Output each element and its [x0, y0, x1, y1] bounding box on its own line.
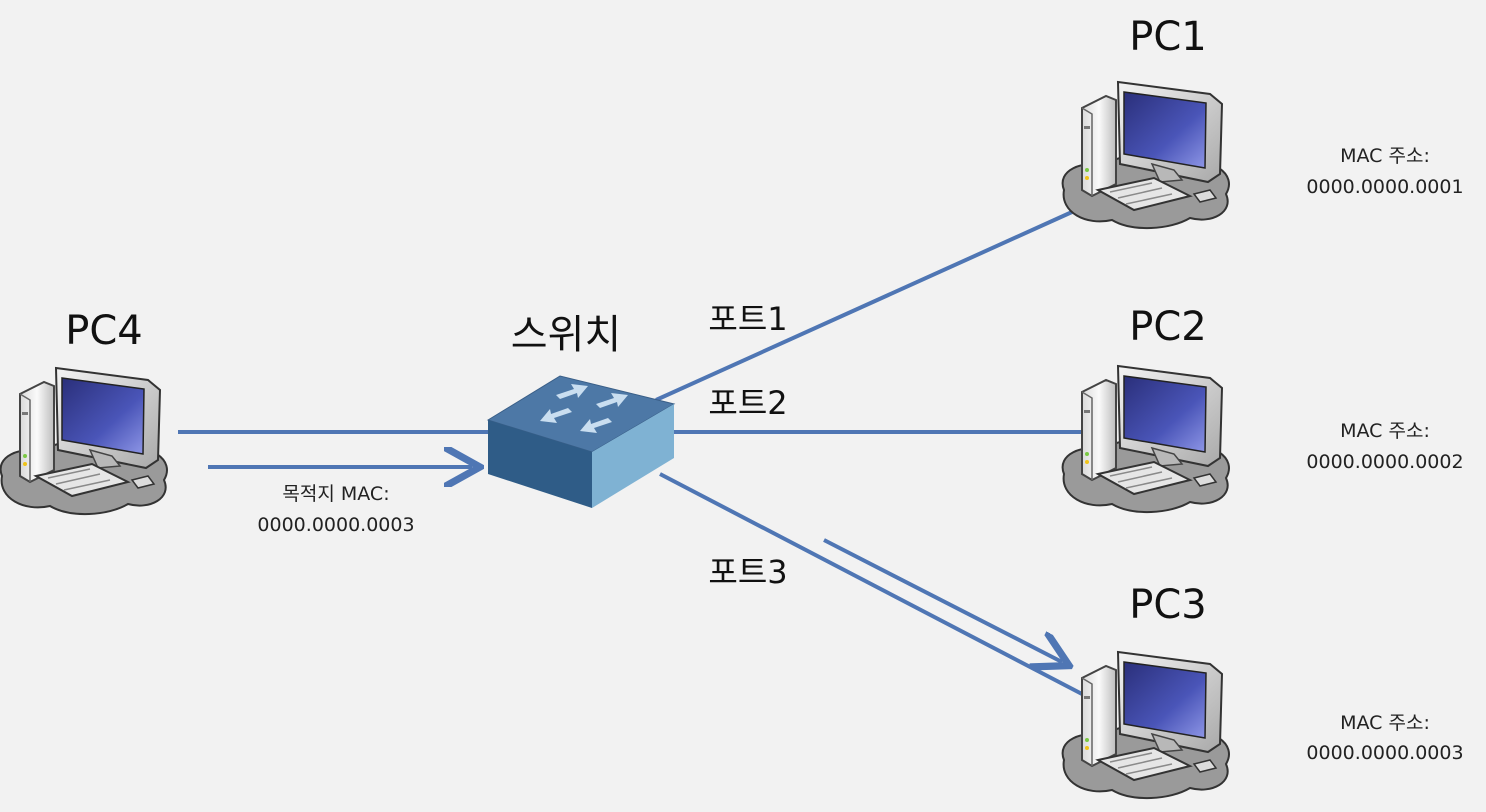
switch-label: 스위치 — [511, 312, 621, 358]
pc2-label: PC2 — [1129, 304, 1207, 350]
connections — [178, 210, 1083, 696]
pc4-label: PC4 — [65, 308, 143, 354]
pc1-mac-label: MAC 주소: — [1340, 145, 1430, 167]
pc2-mac-label: MAC 주소: — [1340, 420, 1430, 442]
frame-dest-mac: 0000.0000.0003 — [257, 514, 414, 536]
link-switch-pc3 — [659, 472, 1083, 696]
pc3-mac-label: MAC 주소: — [1340, 712, 1430, 734]
pc3-label: PC3 — [1129, 582, 1207, 628]
frame-dest-label: 목적지 MAC: — [282, 483, 389, 505]
pc1-label: PC1 — [1129, 14, 1207, 60]
pc1-computer-icon — [1061, 81, 1230, 230]
port2-label: 포트2 — [708, 384, 787, 422]
port3-label: 포트3 — [708, 553, 787, 591]
pc4-computer-icon — [0, 367, 168, 516]
pc3-computer-icon — [1061, 651, 1230, 800]
pc2-mac-address: 0000.0000.0002 — [1306, 451, 1463, 473]
pc2-computer-icon — [1061, 365, 1230, 514]
pc1-mac-address: 0000.0000.0001 — [1306, 176, 1463, 198]
pc3-mac-address: 0000.0000.0003 — [1306, 742, 1463, 764]
frame-arrow-to-pc3 — [823, 538, 1062, 662]
network-switch-icon — [486, 375, 676, 508]
link-switch-pc1 — [655, 210, 1073, 402]
port1-label: 포트1 — [708, 300, 787, 338]
